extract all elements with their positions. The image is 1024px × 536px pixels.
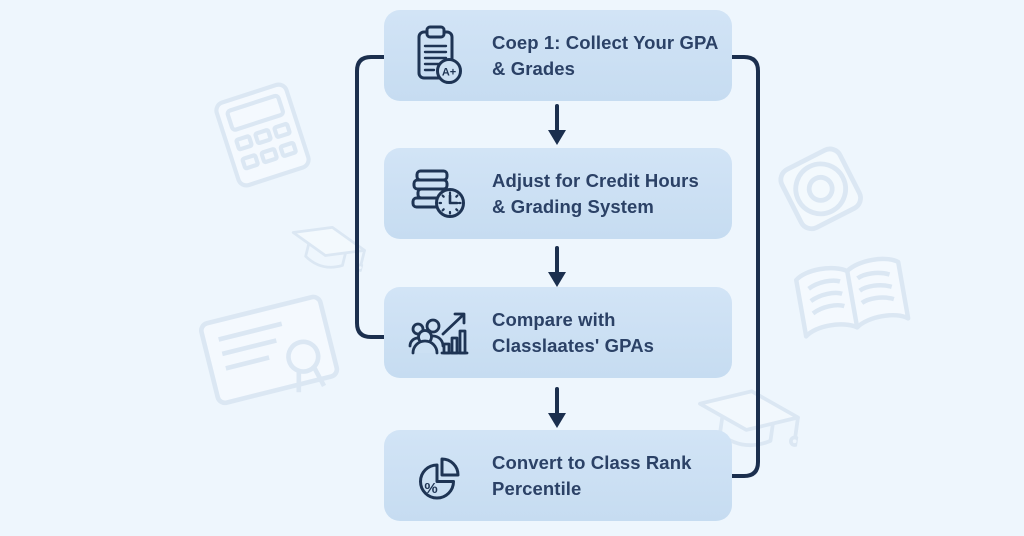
step-4-label: Convert to Class Rank Percentile (492, 451, 692, 499)
open-book-icon (783, 245, 922, 357)
pie-percent-icon: % (419, 457, 460, 499)
arrow-2-head (548, 272, 566, 287)
step-box-2: Adjust for Credit Hours & Grading System (384, 148, 732, 239)
step-3-label: Compare with Classlaates' GPAs (492, 308, 655, 356)
calculator-icon (197, 71, 328, 199)
arrow-3-head (548, 413, 566, 428)
step-1-label: Coep 1: Collect Your GPA & Grades (492, 31, 719, 79)
a-plus-badge-text: A+ (442, 66, 456, 78)
books-clock-icon (411, 169, 465, 218)
step-box-3: Compare with Classlaates' GPAs (384, 287, 732, 378)
right-connector-line (728, 55, 760, 478)
arrow-1-head (548, 130, 566, 145)
certificate-icon (195, 291, 345, 417)
people-chart-icon (408, 312, 469, 354)
graduation-cap-icon (690, 371, 806, 471)
left-connector-line (355, 55, 388, 339)
step-box-4: % Convert to Class Rank Percentile (384, 430, 732, 521)
step-box-1: A+ Coep 1: Collect Your GPA & Grades (384, 10, 732, 101)
medal-icon (747, 120, 892, 265)
percent-glyph: % (424, 480, 437, 497)
clipboard-grade-icon: A+ (417, 25, 462, 84)
step-2-label: Adjust for Credit Hours & Grading System (492, 169, 699, 217)
